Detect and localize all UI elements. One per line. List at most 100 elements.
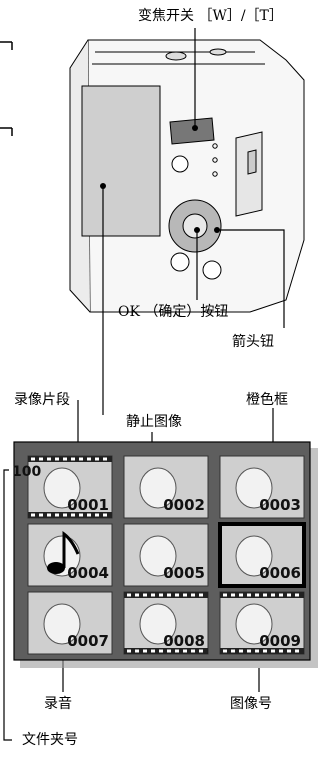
thumbnail-0005[interactable]: 0005 bbox=[123, 523, 209, 587]
image-number: 0004 bbox=[67, 564, 109, 582]
film-perforation bbox=[263, 649, 267, 653]
film-perforation bbox=[231, 649, 235, 653]
thumbnail-0001[interactable]: 0001 bbox=[27, 455, 113, 519]
film-strip bbox=[28, 512, 112, 518]
film-perforation bbox=[39, 513, 43, 517]
thumbnail-picture bbox=[43, 603, 81, 645]
film-perforation bbox=[151, 649, 155, 653]
delete-button bbox=[202, 260, 222, 280]
film-perforation bbox=[231, 593, 235, 597]
film-perforation bbox=[255, 649, 259, 653]
thumbnail-0007[interactable]: 0007 bbox=[27, 591, 113, 655]
film-perforation bbox=[55, 457, 59, 461]
film-perforation bbox=[287, 649, 291, 653]
film-perforation bbox=[199, 593, 203, 597]
film-perforation bbox=[247, 593, 251, 597]
thumbnail-picture bbox=[139, 535, 177, 577]
thumbnail-picture bbox=[235, 603, 273, 645]
film-strip bbox=[124, 592, 208, 598]
thumbnail-picture bbox=[235, 535, 273, 577]
film-strip bbox=[124, 648, 208, 654]
film-perforation bbox=[103, 513, 107, 517]
film-perforation bbox=[199, 649, 203, 653]
film-perforation bbox=[191, 593, 195, 597]
film-perforation bbox=[167, 649, 171, 653]
leader-lines bbox=[3, 28, 285, 741]
corner-mark-top bbox=[0, 41, 13, 50]
folder-number-label: 文件夹号 bbox=[22, 732, 78, 748]
image-number: 0003 bbox=[259, 496, 301, 514]
film-perforation bbox=[247, 649, 251, 653]
zoom-switch-label: 变焦开关 ［W］/［T］ bbox=[138, 8, 283, 24]
film-perforation bbox=[95, 513, 99, 517]
still-image-label: 静止图像 bbox=[126, 414, 182, 430]
film-perforation bbox=[63, 457, 67, 461]
film-perforation bbox=[47, 513, 51, 517]
film-perforation bbox=[159, 593, 163, 597]
film-perforation bbox=[263, 593, 267, 597]
film-perforation bbox=[151, 593, 155, 597]
thumbnail-picture bbox=[235, 467, 273, 509]
zoom-switch bbox=[169, 117, 215, 145]
film-perforation bbox=[239, 649, 243, 653]
film-perforation bbox=[63, 513, 67, 517]
image-number: 0002 bbox=[163, 496, 205, 514]
film-perforation bbox=[279, 593, 283, 597]
film-perforation bbox=[143, 649, 147, 653]
film-perforation bbox=[255, 593, 259, 597]
film-perforation bbox=[175, 649, 179, 653]
image-number: 0009 bbox=[259, 632, 301, 650]
video-clip-label: 录像片段 bbox=[14, 392, 70, 408]
film-perforation bbox=[135, 593, 139, 597]
audio-label: 录音 bbox=[44, 696, 72, 712]
film-perforation bbox=[127, 649, 131, 653]
film-strip bbox=[220, 592, 304, 598]
film-perforation bbox=[79, 457, 83, 461]
image-number: 0007 bbox=[67, 632, 109, 650]
camera-body bbox=[69, 39, 305, 313]
film-perforation bbox=[295, 649, 299, 653]
folder-number: 100 bbox=[12, 464, 41, 480]
film-perforation bbox=[31, 513, 35, 517]
film-perforation bbox=[39, 457, 43, 461]
music-note-icon bbox=[47, 562, 65, 574]
film-perforation bbox=[191, 649, 195, 653]
film-perforation bbox=[279, 649, 283, 653]
film-perforation bbox=[223, 649, 227, 653]
image-number: 0005 bbox=[163, 564, 205, 582]
ok-button-shape bbox=[182, 213, 208, 239]
thumbnail-0009[interactable]: 0009 bbox=[219, 591, 305, 655]
lcd-screen bbox=[81, 85, 161, 237]
film-perforation bbox=[271, 593, 275, 597]
film-perforation bbox=[239, 593, 243, 597]
film-perforation bbox=[287, 593, 291, 597]
film-perforation bbox=[159, 649, 163, 653]
corner-mark-middle bbox=[0, 127, 13, 136]
film-perforation bbox=[47, 457, 51, 461]
thumbnail-picture bbox=[139, 603, 177, 645]
thumbnail-0003[interactable]: 0003 bbox=[219, 455, 305, 519]
playback-button bbox=[170, 252, 190, 272]
film-perforation bbox=[79, 513, 83, 517]
ok-button-label: OK （确定）按钮 bbox=[118, 304, 229, 320]
thumbnail-0006[interactable]: 0006 bbox=[218, 522, 306, 588]
film-perforation bbox=[135, 649, 139, 653]
film-perforation bbox=[103, 457, 107, 461]
film-perforation bbox=[71, 457, 75, 461]
film-perforation bbox=[31, 457, 35, 461]
film-perforation bbox=[95, 457, 99, 461]
thumbnail-0004[interactable]: 0004 bbox=[27, 523, 113, 587]
film-perforation bbox=[71, 513, 75, 517]
thumbnail-0008[interactable]: 0008 bbox=[123, 591, 209, 655]
image-number: 0001 bbox=[67, 496, 109, 514]
thumbnail-0002[interactable]: 0002 bbox=[123, 455, 209, 519]
film-perforation bbox=[183, 649, 187, 653]
film-perforation bbox=[55, 513, 59, 517]
film-perforation bbox=[271, 649, 275, 653]
film-perforation bbox=[87, 513, 91, 517]
film-perforation bbox=[127, 593, 131, 597]
thumbnail-picture bbox=[139, 467, 177, 509]
orange-frame-label: 橙色框 bbox=[246, 392, 288, 408]
film-perforation bbox=[143, 593, 147, 597]
film-perforation bbox=[183, 593, 187, 597]
